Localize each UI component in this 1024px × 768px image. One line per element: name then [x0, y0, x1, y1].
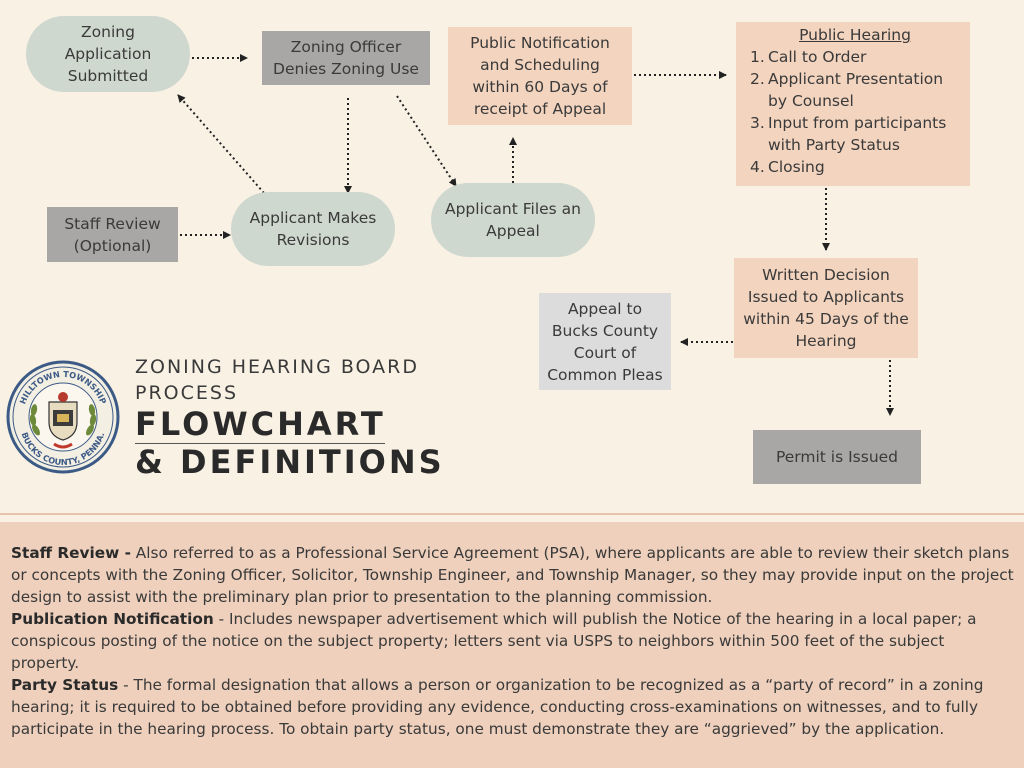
title-line-4: & DEFINITIONS	[135, 443, 445, 481]
definition-staff-review: Staff Review - Also referred to as a Pro…	[11, 542, 1014, 608]
hearing-step: 1.Call to Order	[750, 46, 960, 68]
hearing-step: 4.Closing	[750, 156, 960, 178]
hearing-step-text: Closing	[768, 158, 825, 176]
hearing-title: Public Hearing	[799, 26, 911, 44]
title-line-2: PROCESS	[135, 382, 239, 404]
node-public-notification: Public Notification and Scheduling withi…	[448, 27, 632, 125]
node-officer-denies: Zoning Officer Denies Zoning Use	[262, 31, 430, 85]
hearing-step-text: Applicant Presentation by Counsel	[768, 70, 944, 110]
title-underline	[135, 443, 385, 444]
node-public-hearing: Public Hearing 1.Call to Order 2.Applica…	[736, 22, 970, 186]
node-staff-review: Staff Review (Optional)	[47, 207, 178, 262]
node-written-decision: Written Decision Issued to Applicants wi…	[734, 258, 918, 358]
definitions-panel: Staff Review - Also referred to as a Pro…	[0, 522, 1024, 768]
definition-party-status: Party Status - The formal designation th…	[11, 674, 1014, 740]
definition-text: Also referred to as a Professional Servi…	[11, 544, 1014, 606]
hearing-step: 3.Input from participants with Party Sta…	[750, 112, 960, 156]
township-seal-logo: HILLTOWN TOWNSHIP BUCKS COUNTY, PENNA.	[6, 360, 120, 474]
definition-publication-notification: Publication Notification - Includes news…	[11, 608, 1014, 674]
node-applicant-appeal: Applicant Files an Appeal	[431, 183, 595, 257]
hearing-step-number: 3.	[750, 114, 765, 132]
definition-text: - The formal designation that allows a p…	[11, 676, 984, 738]
definition-text: - Includes newspaper advertisement which…	[11, 610, 977, 672]
hearing-step: 2.Applicant Presentation by Counsel	[750, 68, 960, 112]
hearing-step-number: 4.	[750, 158, 765, 176]
hearing-step-text: Call to Order	[768, 48, 867, 66]
title-line-1: ZONING HEARING BOARD	[135, 356, 419, 378]
hearing-step-number: 1.	[750, 48, 765, 66]
node-appeal-court: Appeal to Bucks County Court of Common P…	[539, 293, 671, 390]
arrow-revisions-to-submitted	[177, 94, 265, 194]
node-permit-issued: Permit is Issued	[753, 430, 921, 484]
title-line-3: FLOWCHART	[135, 405, 386, 443]
definition-term: Party Status	[11, 676, 119, 694]
hearing-step-text: Input from participants with Party Statu…	[768, 114, 947, 154]
node-application-submitted: Zoning Application Submitted	[26, 16, 190, 92]
definition-term: Publication Notification	[11, 610, 214, 628]
hearing-step-number: 2.	[750, 70, 765, 88]
node-applicant-revisions: Applicant Makes Revisions	[231, 192, 395, 266]
definition-term: Staff Review -	[11, 544, 131, 562]
section-divider	[0, 513, 1024, 515]
hearing-steps: 1.Call to Order 2.Applicant Presentation…	[750, 46, 960, 178]
